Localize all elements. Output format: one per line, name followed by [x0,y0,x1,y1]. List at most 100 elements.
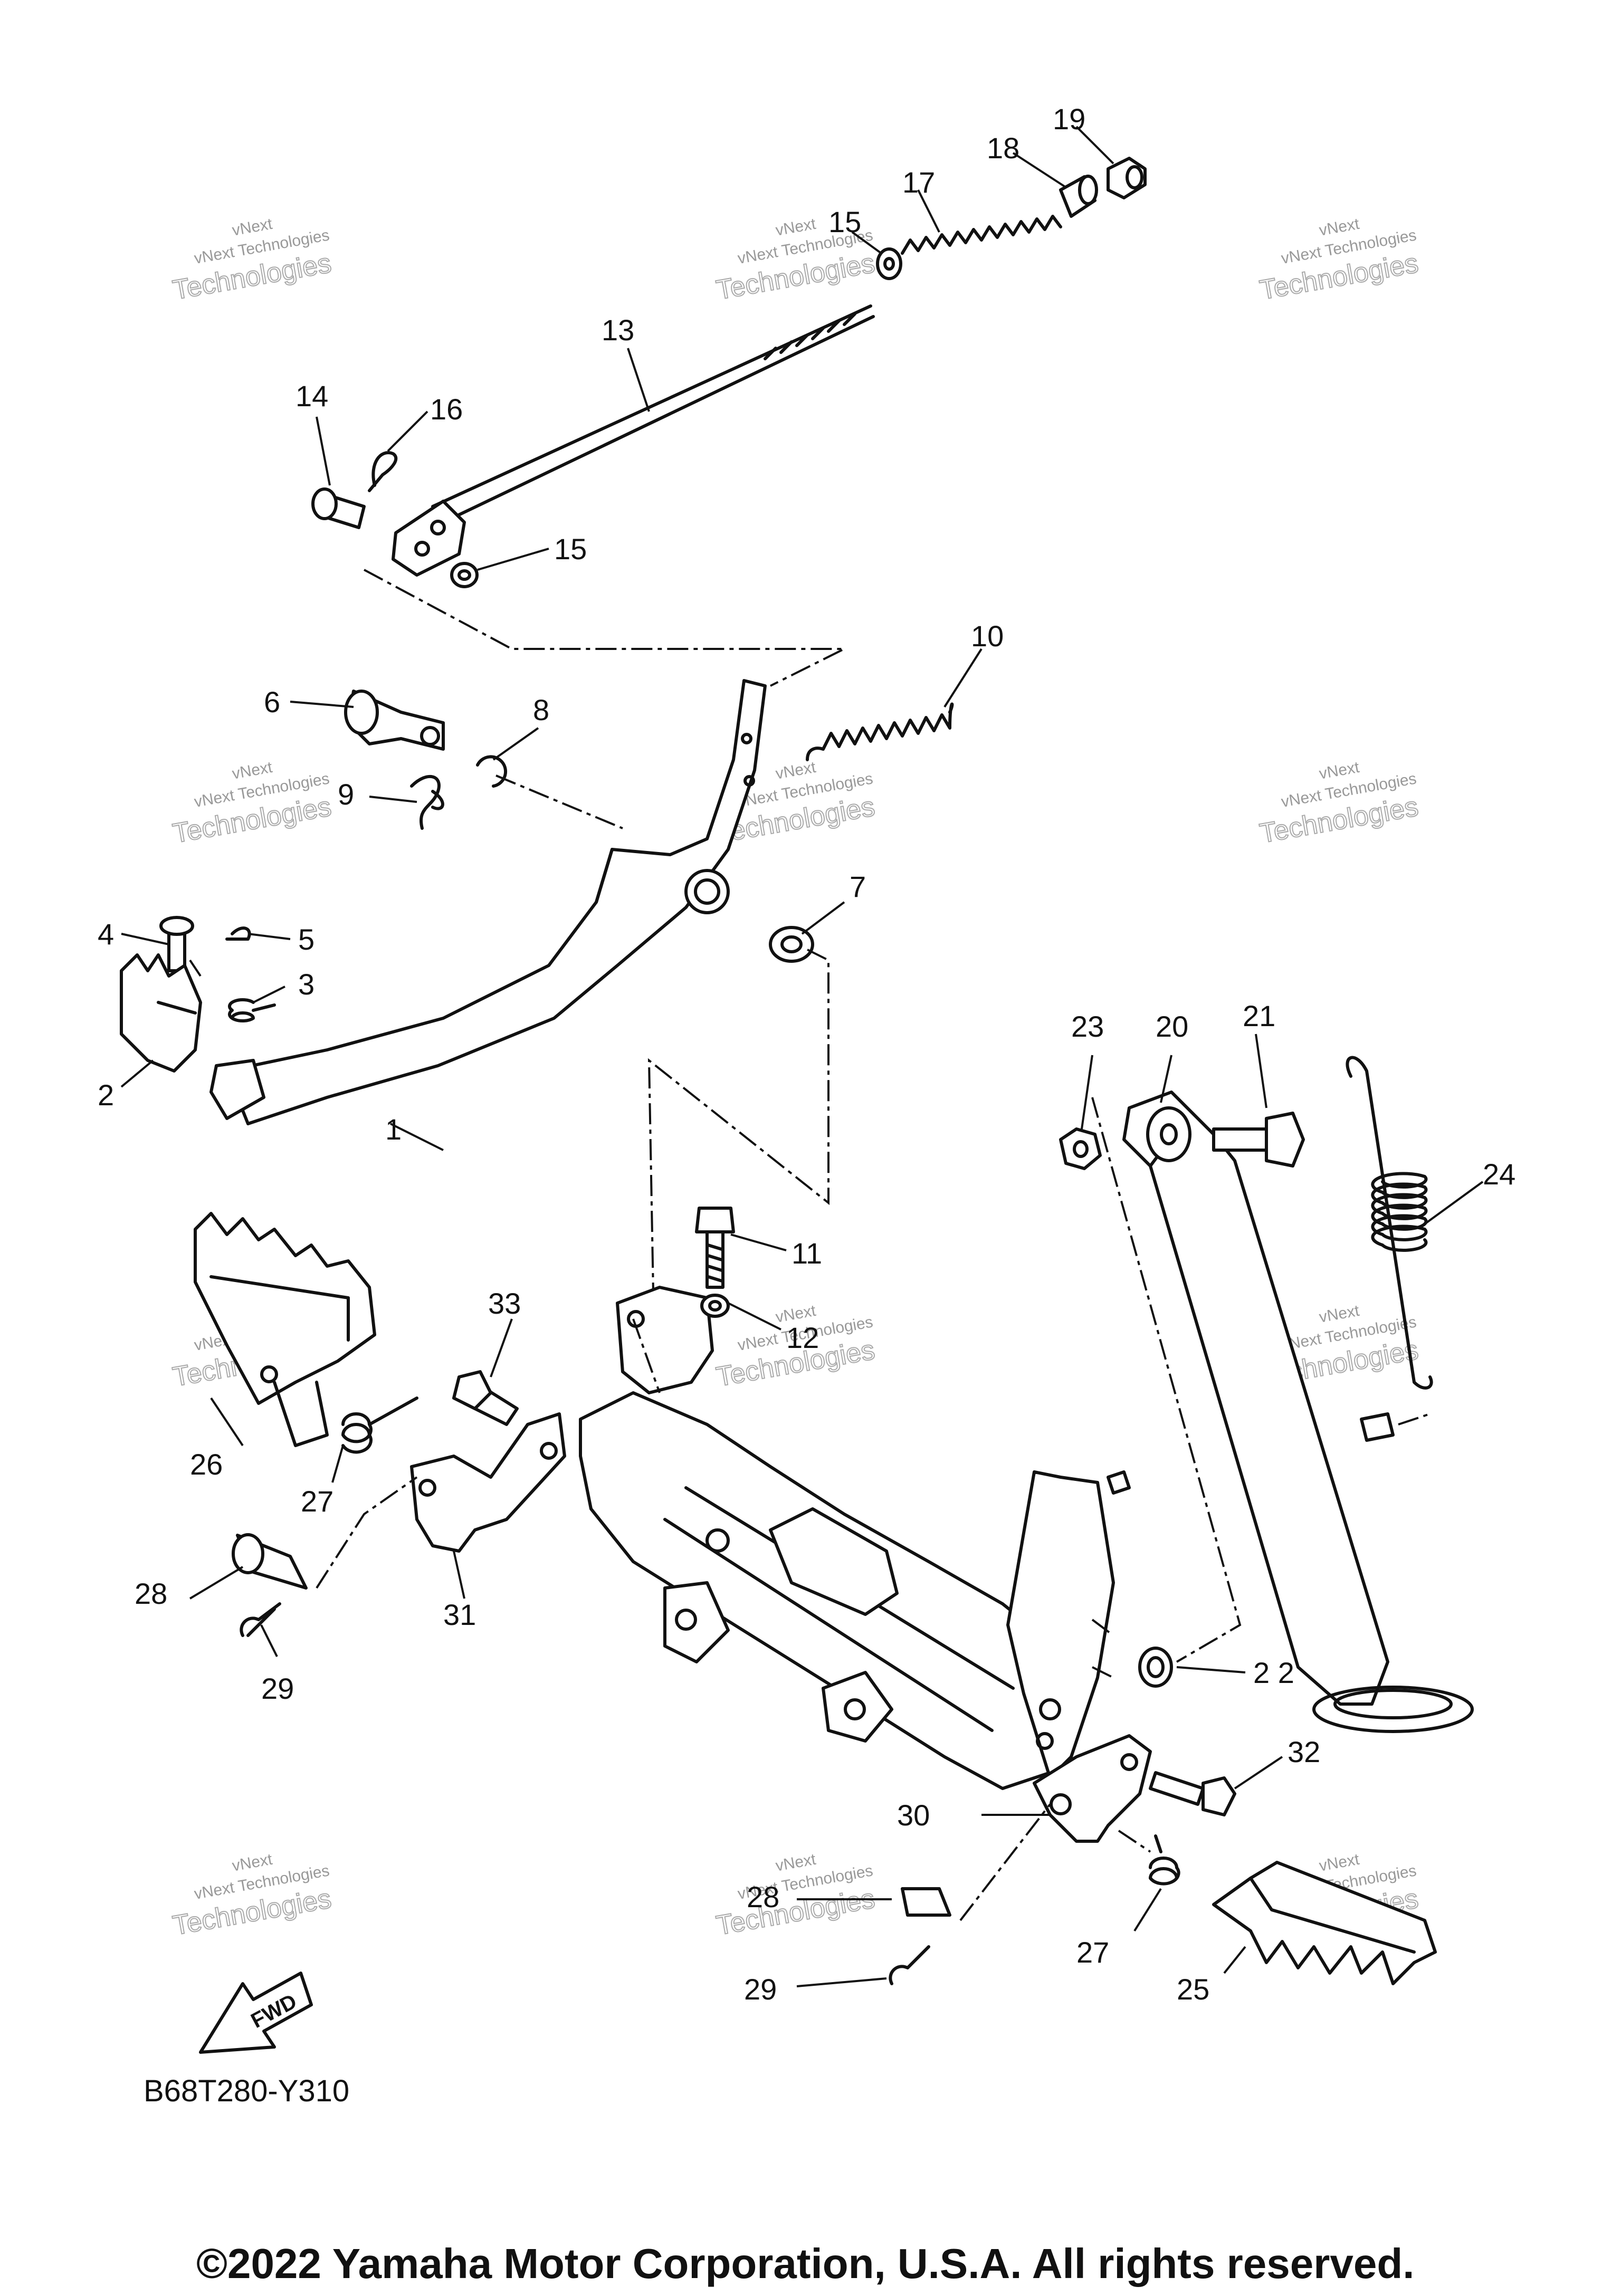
footrest-right-dash [959,1803,1151,1921]
callout-15-lower: 15 [554,532,587,566]
callout-24: 24 [1483,1157,1515,1191]
footrest-left-assembly [194,1212,566,1637]
rod-clevis [392,500,466,577]
pin-28-right [901,1887,951,1917]
callout-32: 32 [1288,1735,1320,1768]
bolt-32 [1149,1771,1205,1806]
footrest-left-dash [316,1476,418,1589]
spring-24 [1346,1056,1433,1390]
callout-1: 1 [385,1113,402,1146]
brake-rod [431,304,872,508]
callout-29-left: 29 [261,1672,294,1705]
callout-27-left: 27 [301,1485,333,1518]
frame-section [579,1207,1173,1790]
brake-spring-17 [901,215,1062,255]
callout-4: 4 [98,917,114,951]
diagram-code: B68T280-Y310 [144,2074,350,2108]
brake-pedal-assembly [120,679,954,1351]
frame-mount-rear [822,1671,893,1743]
callout-3: 3 [298,968,314,1001]
pedal-tip-2 [120,953,202,1073]
cotter-pin-16 [368,451,398,492]
callout-27-right: 27 [1076,1936,1109,1969]
callout-14: 14 [295,379,328,413]
callout-22: 2 2 [1253,1656,1294,1689]
sidestand-foot [1312,1686,1474,1733]
frame-bracket [616,1286,714,1394]
svg-text:vNext: vNext [231,1851,274,1875]
watermark: vNext vNext Technologies Technologies [1257,215,1421,307]
svg-text:vNext: vNext [1318,215,1361,240]
callout-33: 33 [488,1287,521,1320]
brake-rod-assembly [311,157,1147,687]
fwd-arrow-icon [199,1972,313,2054]
sidestand-pin [1360,1412,1395,1442]
cotter-pin-29-right [889,1945,930,1985]
callout-6: 6 [264,685,280,719]
svg-text:vNext: vNext [1318,1302,1361,1326]
brake-pedal [225,679,767,1125]
bolt-21 [1212,1127,1268,1152]
callout-7: 7 [850,870,866,903]
watermark: vNext vNext Technologies Technologies [170,759,334,850]
footrest-25 [1212,1861,1437,1985]
callout-21: 21 [1243,999,1275,1032]
cotter-pin-29-left [240,1602,281,1637]
sidestand-assembly [1059,1056,1474,1733]
callout-19: 19 [1053,102,1085,136]
copyright-notice: ©2022 Yamaha Motor Corporation, U.S.A. A… [196,2240,1415,2287]
leader-lines [120,126,1484,1987]
watermark: vNext vNext Technologies Technologies [713,1851,878,1942]
frame-upright [1006,1470,1115,1780]
washer-to-frame-dash [647,949,829,1351]
callout-31: 31 [443,1598,476,1631]
svg-text:vNext: vNext [231,215,274,240]
sidestand-20 [1122,1090,1389,1706]
callout-29-right: 29 [744,1973,777,2006]
svg-text:vNext: vNext [774,759,817,783]
watermark: vNext vNext Technologies Technologies [713,215,878,307]
return-spring-10 [806,702,954,761]
callouts: 1 2 3 4 5 6 7 8 9 10 11 12 13 14 15 15 1… [98,102,1515,2006]
callout-30: 30 [897,1798,930,1832]
callout-28-right: 28 [747,1880,779,1914]
frame-tab [769,1507,899,1616]
pedal-dash [189,774,623,977]
cotter-pin-5 [225,926,251,941]
callout-17: 17 [902,166,935,199]
sidestand-dash [1091,1097,1431,1663]
bracket-31 [410,1412,566,1553]
callout-13: 13 [602,313,634,347]
svg-text:vNext: vNext [1318,759,1361,783]
pedal-tip-clevis [209,1059,265,1120]
callout-28-left: 28 [135,1577,167,1610]
spring-3 [228,998,276,1022]
watermark: vNext vNext Technologies Technologies [170,215,334,307]
callout-5: 5 [298,923,314,956]
svg-text:vNext: vNext [231,759,274,783]
circlip-8 [476,755,508,788]
svg-text:vNext: vNext [774,215,817,240]
callout-12: 12 [786,1321,819,1354]
brake-rod-threads [764,312,856,360]
callout-11: 11 [792,1237,822,1270]
collar [1107,1470,1131,1495]
watermark: vNext vNext Technologies Technologies [1257,759,1421,850]
callout-18: 18 [987,131,1019,165]
callout-8: 8 [533,693,549,726]
spring-27-left [341,1396,418,1454]
callout-16: 16 [430,393,463,426]
svg-text:vNext: vNext [1318,1851,1361,1875]
footrest-right-assembly [889,1734,1437,1985]
cotter-pin-9 [410,775,444,830]
spring-27-right [1149,1834,1180,1886]
svg-text:vNext: vNext [774,1851,817,1875]
callout-2: 2 [98,1078,114,1112]
callout-26: 26 [190,1448,223,1481]
rod-assembly-dash [364,569,845,687]
callout-9: 9 [338,778,354,811]
callout-20: 20 [1156,1010,1188,1043]
frame-dash-lines [632,1318,1114,1679]
callout-23: 23 [1071,1010,1104,1043]
